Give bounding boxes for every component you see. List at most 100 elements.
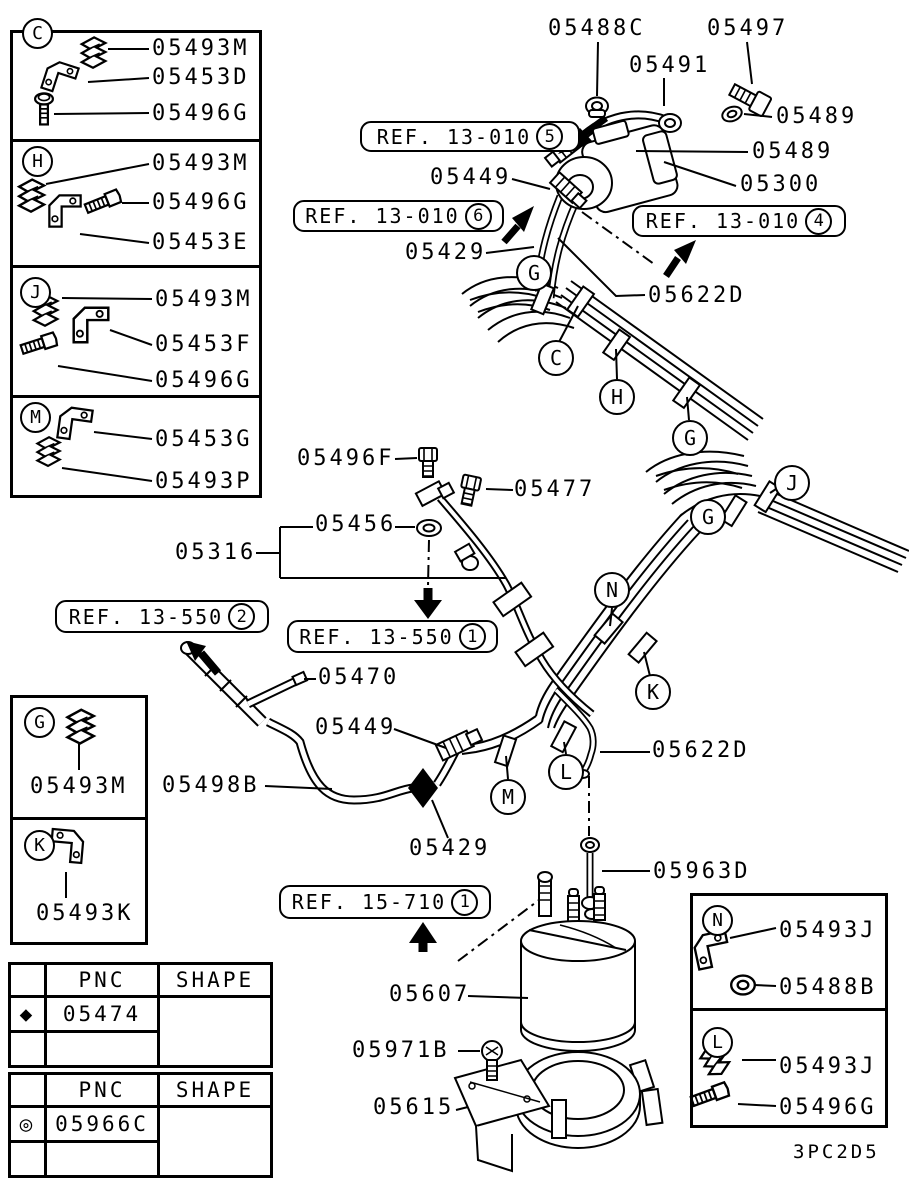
- diagram-code: 3PC2D5: [793, 1141, 880, 1163]
- connector-05449: [434, 727, 484, 762]
- pipe-marker-g3: G: [690, 499, 726, 535]
- pipe-marker-k: K: [635, 674, 671, 710]
- callout-05477: 05477: [514, 477, 596, 502]
- pipe-marker-h: H: [599, 379, 635, 415]
- ref-arrow-7: [409, 922, 437, 943]
- table-cell-empty: [44, 1030, 160, 1068]
- bolts-and-oring: [416, 447, 482, 537]
- part-number: 05493K: [36, 901, 134, 926]
- callout-05300: 05300: [740, 172, 822, 197]
- pipe-marker-m: M: [490, 779, 526, 815]
- ref-number: 1: [458, 623, 486, 650]
- fuel-filter-assembly: [520, 837, 636, 1052]
- callout-05488c: 05488C: [548, 16, 646, 41]
- ref-arrow-1: [414, 600, 442, 619]
- part-number: 05493M: [155, 287, 253, 312]
- legend-letter-n: N: [702, 905, 733, 936]
- callout-05456: 05456: [315, 512, 397, 537]
- main-pipe-bundles: [459, 276, 909, 755]
- ref-box-13-010-5[interactable]: REF. 13-010 5: [360, 121, 580, 152]
- legend-letter-l: L: [702, 1027, 733, 1058]
- ref-text: REF. 13-550: [299, 624, 454, 649]
- ref-arrows: [186, 206, 696, 952]
- callout-05429-b: 05429: [409, 836, 491, 861]
- callout-05497: 05497: [707, 16, 789, 41]
- callout-05607: 05607: [389, 982, 471, 1007]
- part-number: 05493P: [155, 469, 253, 494]
- clamp-assembly-05615: [453, 1040, 664, 1173]
- pipe-marker-l: L: [548, 754, 584, 790]
- tube-fitting-05449: [548, 170, 588, 210]
- screw-05971b: [481, 1040, 503, 1081]
- part-number: 05496G: [155, 368, 253, 393]
- part-number: 05488B: [779, 975, 877, 1000]
- ref-number: 5: [536, 123, 564, 150]
- callout-05971b: 05971B: [352, 1038, 450, 1063]
- pnc-header: PNC: [44, 1072, 160, 1108]
- part-number: 05496G: [152, 101, 250, 126]
- pipe-marker-n: N: [594, 572, 630, 608]
- part-number: 05493M: [152, 36, 250, 61]
- callout-05622d-a: 05622D: [648, 283, 746, 308]
- legend-box-m: [10, 395, 262, 498]
- ref-arrow-2: [186, 641, 206, 661]
- washer-05489: [721, 105, 743, 123]
- callout-05449-b: 05449: [315, 715, 397, 740]
- ref-arrow-6: [512, 206, 534, 232]
- pnc-value: 05966C: [44, 1105, 160, 1143]
- pipe-marker-g: G: [516, 255, 552, 291]
- ref-box-13-010-4[interactable]: REF. 13-010 4: [632, 205, 846, 237]
- ref-box-15-710-1[interactable]: REF. 15-710 1: [279, 885, 491, 919]
- pipe-05316: [414, 479, 595, 718]
- double-circle-symbol: ◎: [8, 1105, 47, 1143]
- legend-letter-k: K: [24, 830, 55, 861]
- ref-number: 4: [805, 207, 833, 235]
- table-cell-empty: [8, 1140, 47, 1178]
- ref-number: 2: [228, 603, 256, 630]
- ref-text: REF. 15-710: [291, 890, 447, 914]
- clamp-bracket: [453, 1058, 551, 1128]
- callout-05470: 05470: [318, 665, 400, 690]
- diamond-symbol: ◆: [8, 995, 47, 1033]
- pipe-marker-c: C: [538, 340, 574, 376]
- ref-box-13-010-6[interactable]: REF. 13-010 6: [293, 200, 504, 232]
- shape-header: SHAPE: [157, 1072, 273, 1108]
- part-number: 05453G: [155, 427, 253, 452]
- part-number: 05493M: [152, 151, 250, 176]
- callout-05622d-b: 05622D: [652, 738, 750, 763]
- part-number: 05453E: [152, 230, 250, 255]
- part-number: 05493J: [779, 918, 877, 943]
- shape-header: SHAPE: [157, 962, 273, 998]
- part-number: 05496G: [779, 1095, 877, 1120]
- pnc-value: 05474: [44, 995, 160, 1033]
- part-number: 05453D: [152, 65, 250, 90]
- part-number: 05493M: [30, 774, 128, 799]
- callout-05615: 05615: [373, 1095, 455, 1120]
- pnc-table-1: PNC SHAPE ◆ 05474: [8, 962, 273, 1068]
- ref-arrow-4: [674, 240, 696, 264]
- callout-05498b: 05498B: [162, 773, 260, 798]
- callout-05496f: 05496F: [297, 446, 395, 471]
- ref-text: REF. 13-010: [645, 209, 801, 233]
- dash-dot-lines: [427, 211, 655, 962]
- pnc-header: PNC: [44, 962, 160, 998]
- legend-letter-h: H: [22, 146, 53, 177]
- legend-box-l: [690, 1008, 888, 1128]
- table-cell-empty: [8, 1030, 47, 1068]
- table-cell-empty: [8, 1072, 47, 1108]
- callout-05316: 05316: [175, 540, 257, 565]
- shape-cell: [157, 1105, 273, 1178]
- ref-box-13-550-1[interactable]: REF. 13-550 1: [287, 620, 498, 653]
- table-cell-empty: [8, 962, 47, 998]
- ref-text: REF. 13-010: [376, 124, 532, 149]
- callout-leader-lines: [256, 41, 773, 1111]
- legend-letter-j: J: [20, 277, 51, 308]
- bolt-05497: [727, 82, 773, 117]
- legend-letter-c: C: [22, 18, 53, 49]
- part-number: 05493J: [779, 1054, 877, 1079]
- legend-box-k: [10, 817, 148, 945]
- legend-letter-g: G: [24, 707, 55, 738]
- ref-number: 6: [464, 202, 492, 230]
- ref-box-13-550-2[interactable]: REF. 13-550 2: [55, 600, 269, 633]
- pipe-marker-g2: G: [672, 420, 708, 456]
